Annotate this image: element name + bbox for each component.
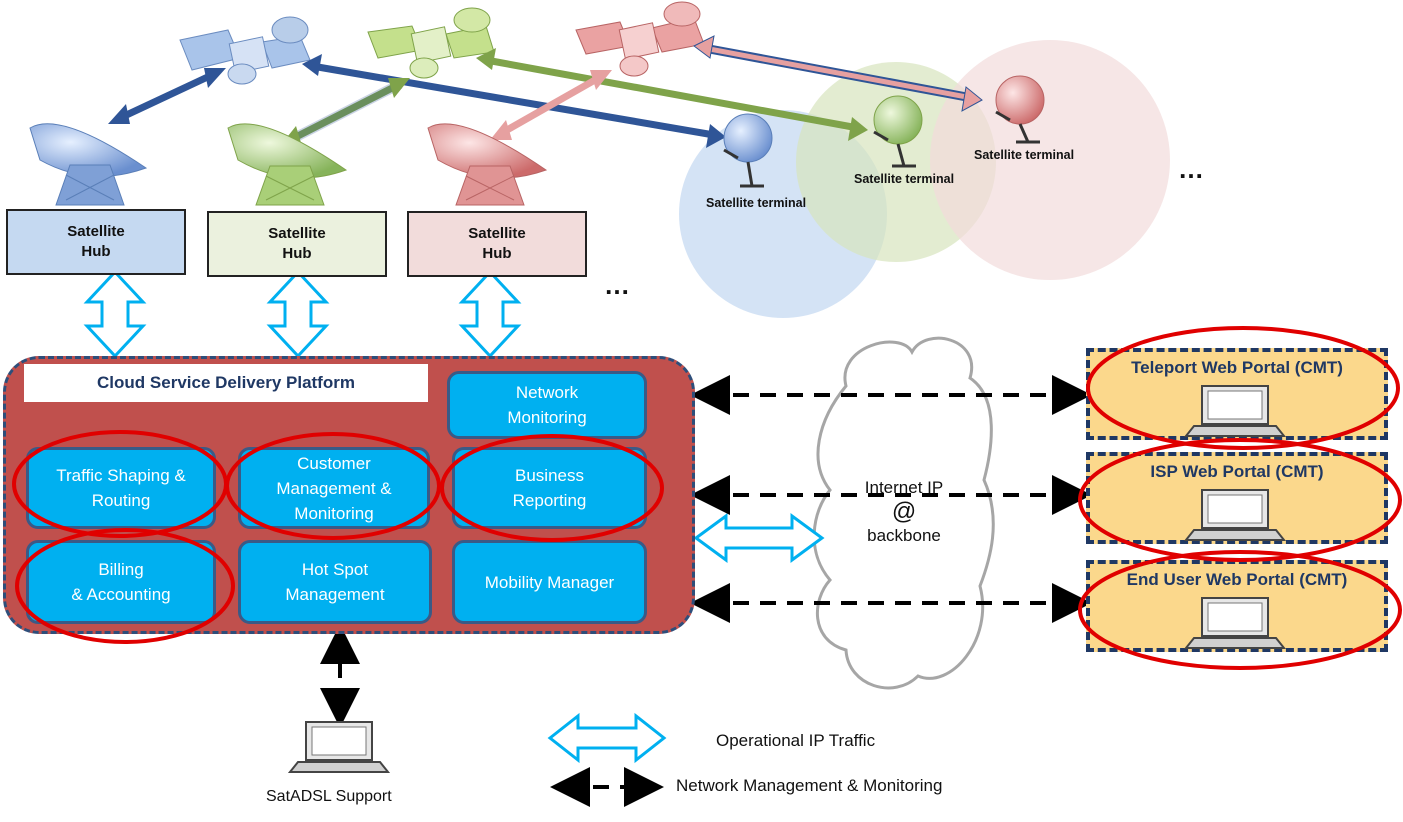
- terminal-dish-blue-icon: [723, 113, 773, 188]
- coverage-area-red: [930, 40, 1170, 280]
- highlight-business-reporting: [440, 434, 664, 542]
- portal-isp-laptop-icon: [1183, 489, 1287, 541]
- satellite-green-icon: [367, 7, 495, 79]
- module-billing-accounting: Billing & Accounting: [26, 540, 216, 624]
- platform-title: Cloud Service Delivery Platform: [24, 364, 428, 402]
- module-traffic-shaping-routing: Traffic Shaping & Routing: [26, 447, 216, 529]
- satellite-hub-3: Satellite Hub: [407, 211, 587, 277]
- support-label: SatADSL Support: [266, 788, 392, 805]
- portal-isp-label: ISP Web Portal (CMT): [1150, 462, 1324, 481]
- legend-management-label: Network Management & Monitoring: [676, 776, 943, 795]
- module-traffic-shaping-routing-label: Traffic Shaping & Routing: [56, 466, 186, 510]
- highlight-customer-management: [225, 432, 441, 540]
- module-customer-management-monitoring-label: Customer Management & Monitoring: [276, 453, 392, 523]
- module-business-reporting-label: Business Reporting: [512, 466, 587, 510]
- terminal-label-3: Satellite terminal: [974, 148, 1075, 162]
- terminal-label-2: Satellite terminal: [854, 172, 955, 186]
- internet-cloud-at-symbol: @: [891, 498, 917, 525]
- module-hot-spot-management: Hot Spot Management: [238, 540, 432, 624]
- highlight-billing-accounting: [15, 528, 235, 644]
- internet-cloud-line2: backbone: [867, 526, 941, 545]
- terminal-dish-red-icon: [995, 75, 1045, 144]
- module-network-monitoring-label: Network Monitoring: [507, 383, 587, 427]
- portal-teleport-label: Teleport Web Portal (CMT): [1131, 358, 1343, 377]
- sat-link-red-terminal: [693, 35, 983, 112]
- module-mobility-manager-label: Mobility Manager: [484, 572, 615, 592]
- platform-cloud-arrow: [693, 513, 825, 563]
- ground-dish-green-icon: [227, 123, 348, 206]
- highlight-isp-portal: [1078, 438, 1402, 562]
- module-mobility-manager: Mobility Manager: [452, 540, 647, 624]
- terminal-ellipsis: …: [1178, 154, 1206, 184]
- terminal-label-1: Satellite terminal: [706, 196, 807, 210]
- module-billing-accounting-label: Billing & Accounting: [71, 560, 171, 604]
- portal-end-user-laptop-icon: [1183, 597, 1287, 649]
- terminal-dish-green-icon: [873, 95, 923, 168]
- internet-cloud-label: Internet IP @ backbone: [842, 476, 966, 548]
- satellite-hub-1: Satellite Hub: [6, 209, 186, 275]
- sat-link-green-terminal: [476, 48, 868, 141]
- support-laptop-icon: [287, 721, 391, 773]
- satellite-hub-1-label: Satellite Hub: [67, 223, 125, 260]
- ground-dish-red-icon: [427, 123, 548, 206]
- hub-ellipsis: …: [604, 270, 632, 300]
- module-hot-spot-management-label: Hot Spot Management: [285, 560, 385, 604]
- portal-teleport-laptop-icon: [1183, 385, 1287, 437]
- module-business-reporting: Business Reporting: [452, 447, 647, 529]
- satellite-hub-2: Satellite Hub: [207, 211, 387, 277]
- satellite-hub-2-label: Satellite Hub: [268, 225, 326, 262]
- legend-operational-label: Operational IP Traffic: [716, 731, 876, 750]
- satellite-hub-3-label: Satellite Hub: [468, 225, 526, 262]
- highlight-teleport-portal: [1086, 326, 1400, 450]
- module-customer-management-monitoring: Customer Management & Monitoring: [238, 447, 430, 529]
- portal-end-user-label: End User Web Portal (CMT): [1126, 570, 1348, 589]
- sat-link-blue-hub: [108, 68, 226, 124]
- satellite-red-icon: [575, 1, 705, 77]
- sat-link-red-hub: [490, 70, 612, 140]
- satellite-blue-icon: [179, 16, 311, 85]
- highlight-traffic-shaping: [12, 430, 228, 538]
- sat-link-blue-terminal: [302, 54, 726, 148]
- ground-dish-blue-icon: [29, 123, 148, 206]
- internet-cloud-line1: Internet IP: [864, 478, 944, 497]
- highlight-end-user-portal: [1078, 550, 1402, 670]
- legend-operational-arrow-icon: [547, 712, 667, 764]
